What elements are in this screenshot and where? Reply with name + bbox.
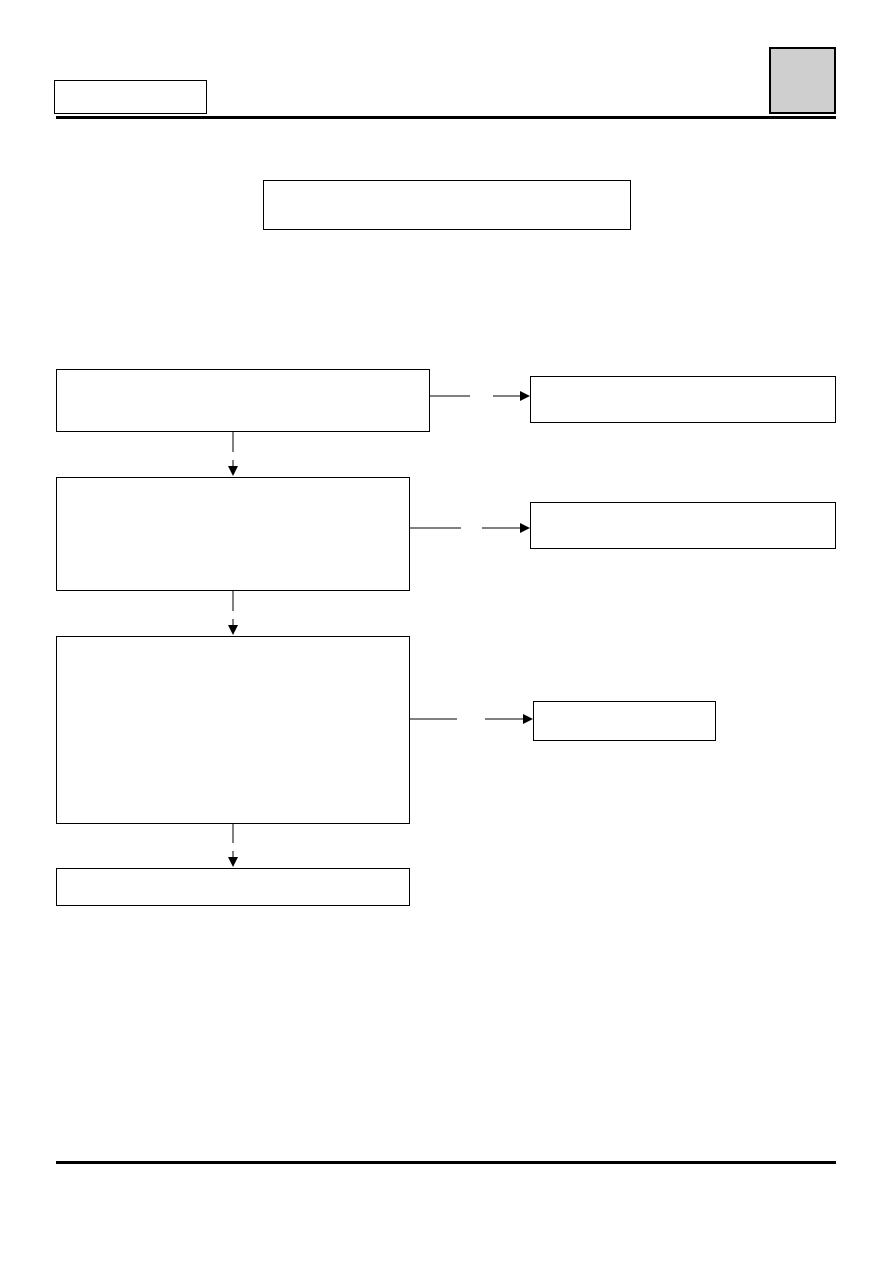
title-box (263, 180, 631, 230)
outcome-1-box (530, 376, 836, 423)
arrowhead-right-3 (523, 714, 533, 724)
outcome-3-box (533, 701, 716, 741)
step-1-box (56, 369, 430, 432)
step-3-box (56, 636, 410, 824)
arrowhead-down-1 (228, 466, 238, 476)
footer-rule (56, 1161, 836, 1164)
header-rule (56, 116, 836, 119)
arrowhead-right-1 (520, 391, 530, 401)
page-tab (769, 47, 836, 114)
arrowhead-down-2 (228, 625, 238, 635)
step-4-box (56, 868, 410, 906)
arrowhead-right-2 (520, 523, 530, 533)
section-label-box (54, 80, 207, 114)
outcome-2-box (530, 502, 836, 549)
step-2-box (56, 477, 410, 591)
arrowhead-down-3 (228, 857, 238, 867)
